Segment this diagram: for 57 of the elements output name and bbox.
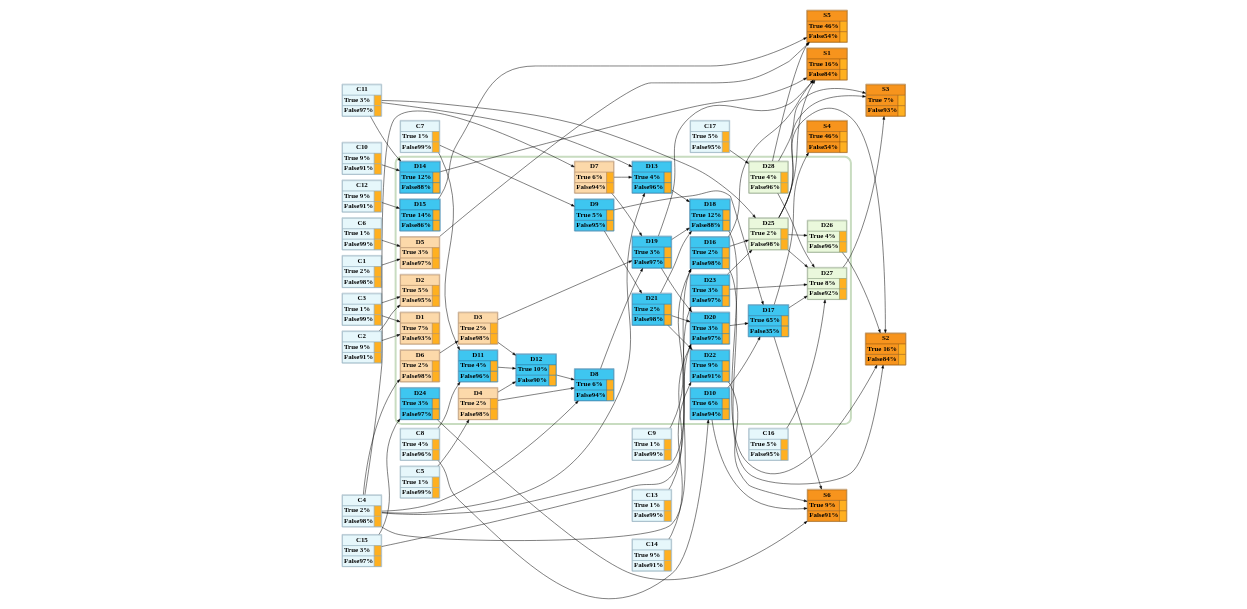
arrow xyxy=(437,419,469,467)
arrow xyxy=(439,340,458,354)
arrow xyxy=(381,202,400,209)
arrow xyxy=(777,88,866,162)
arrow xyxy=(497,387,574,401)
arrow xyxy=(381,296,400,304)
arrow xyxy=(671,189,690,202)
arrow xyxy=(773,152,809,305)
arrow xyxy=(788,295,807,308)
arrow xyxy=(439,42,810,237)
arrow xyxy=(787,234,807,237)
arrow xyxy=(436,419,807,580)
arrow xyxy=(381,193,645,514)
arrow xyxy=(726,249,752,275)
arrow xyxy=(771,42,809,162)
arrow xyxy=(381,100,756,218)
arrow xyxy=(777,193,815,268)
arrow xyxy=(497,342,516,356)
arrow xyxy=(437,37,807,199)
arrow xyxy=(381,315,400,323)
arrow xyxy=(378,304,400,331)
arrow xyxy=(599,268,643,369)
arrow xyxy=(437,152,460,350)
arrow xyxy=(727,336,760,388)
arrow xyxy=(497,366,516,370)
arrow xyxy=(711,419,807,510)
arrow xyxy=(668,382,691,540)
arrow xyxy=(611,193,642,237)
arrow xyxy=(603,230,642,294)
arrow xyxy=(555,374,574,381)
arrow xyxy=(378,418,400,535)
arrow xyxy=(778,95,866,218)
arrow xyxy=(613,175,632,179)
arrow xyxy=(381,164,400,171)
arrow xyxy=(729,283,807,290)
arrow xyxy=(842,116,885,268)
arrow xyxy=(362,379,400,495)
arrow xyxy=(729,322,748,326)
arrow xyxy=(381,258,400,266)
arrow xyxy=(437,419,709,599)
arrow xyxy=(729,239,749,247)
arrow xyxy=(497,381,516,393)
arrow xyxy=(773,336,822,490)
arrow xyxy=(381,334,400,341)
arrow xyxy=(364,110,575,495)
arrow xyxy=(786,299,826,429)
arrow xyxy=(439,145,575,207)
arrow xyxy=(729,150,749,164)
arrow xyxy=(727,381,807,502)
arrow xyxy=(437,381,460,429)
arrow xyxy=(439,77,807,172)
arrow xyxy=(381,240,400,247)
arrow xyxy=(381,102,632,167)
arrow xyxy=(787,249,808,268)
arrow xyxy=(671,315,690,323)
arrow xyxy=(671,227,690,240)
arrow xyxy=(497,260,632,320)
